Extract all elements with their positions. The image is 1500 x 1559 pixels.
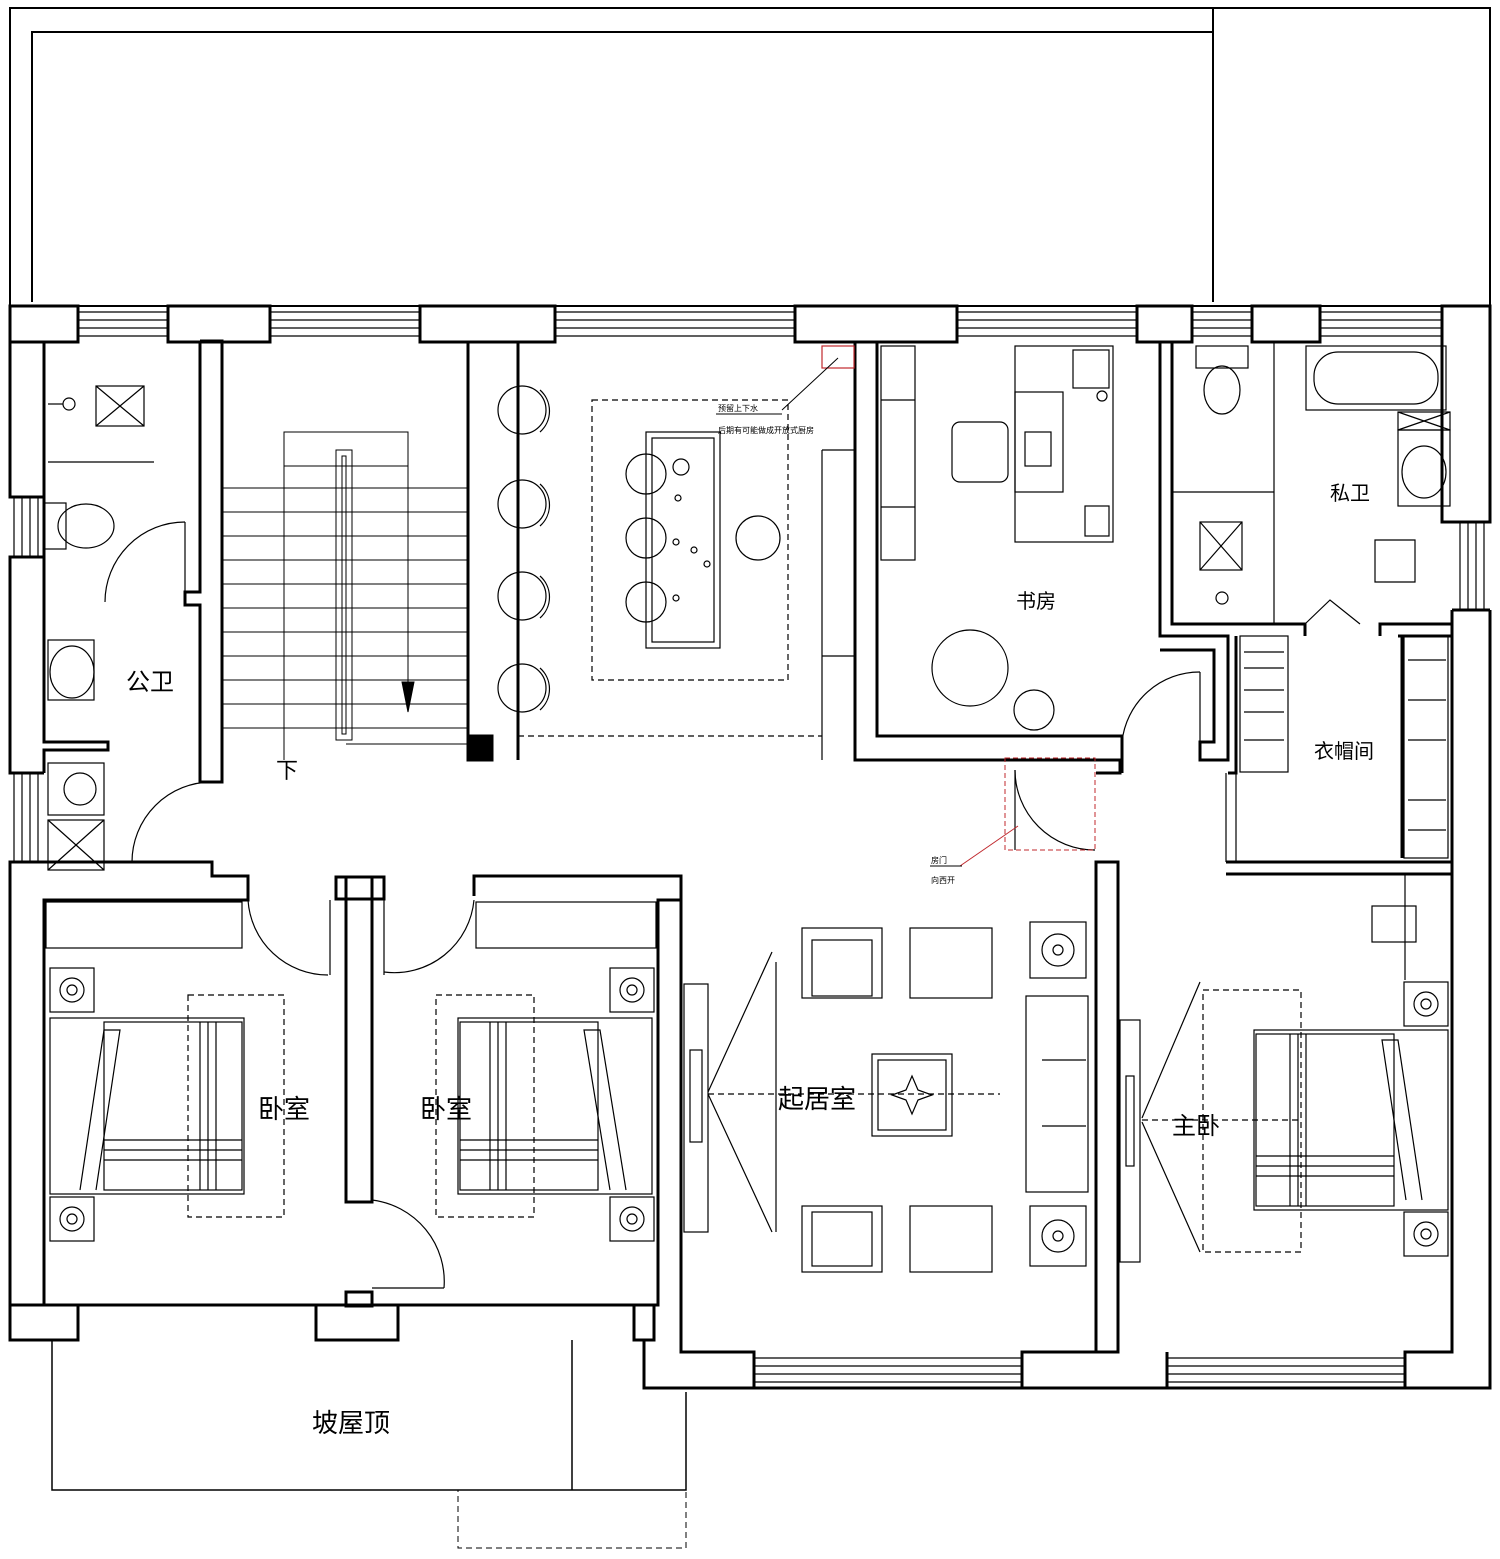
door-note-line2: 向西开 bbox=[931, 875, 955, 885]
bedroom-left-furniture bbox=[45, 901, 285, 1242]
label-cloakroom: 衣帽间 bbox=[1314, 739, 1374, 763]
door-swings bbox=[104, 521, 1237, 1289]
label-slope-roof: 坡屋顶 bbox=[312, 1409, 390, 1439]
dining-area bbox=[497, 385, 855, 760]
walls bbox=[8, 304, 1492, 1390]
public-bath-fixtures bbox=[43, 385, 154, 871]
study-furniture bbox=[880, 345, 1114, 731]
plumbing-annotation: 预留上下水 后期有可能做成开放式厨房 bbox=[716, 345, 855, 435]
stairs-down-label: 下 bbox=[276, 759, 298, 784]
label-living-room: 起居室 bbox=[778, 1085, 856, 1115]
label-bedroom-center: 卧室 bbox=[420, 1095, 472, 1125]
label-bedroom-left: 卧室 bbox=[258, 1095, 310, 1125]
top-terrace bbox=[9, 7, 1491, 307]
label-master-bedroom: 主卧 bbox=[1172, 1112, 1220, 1140]
slope-roof-area bbox=[51, 1340, 687, 1549]
bedroom-center-furniture bbox=[435, 901, 657, 1242]
door-note-line1: 房门 bbox=[931, 855, 947, 865]
master-bedroom-furniture bbox=[1119, 874, 1449, 1263]
plumbing-note-line2: 后期有可能做成开放式厨房 bbox=[718, 425, 814, 435]
cloakroom-storage bbox=[1239, 635, 1449, 859]
plumbing-note-line1: 预留上下水 bbox=[718, 403, 758, 413]
door-annotation: 房门 向西开 bbox=[930, 757, 1096, 885]
living-furniture bbox=[683, 921, 1089, 1273]
label-public-bath: 公卫 bbox=[126, 668, 174, 696]
label-study: 书房 bbox=[1016, 589, 1056, 613]
label-private-bath: 私卫 bbox=[1330, 481, 1370, 505]
private-bath-fixtures bbox=[1172, 341, 1451, 625]
staircase bbox=[222, 431, 468, 760]
windows bbox=[13, 311, 1485, 1383]
